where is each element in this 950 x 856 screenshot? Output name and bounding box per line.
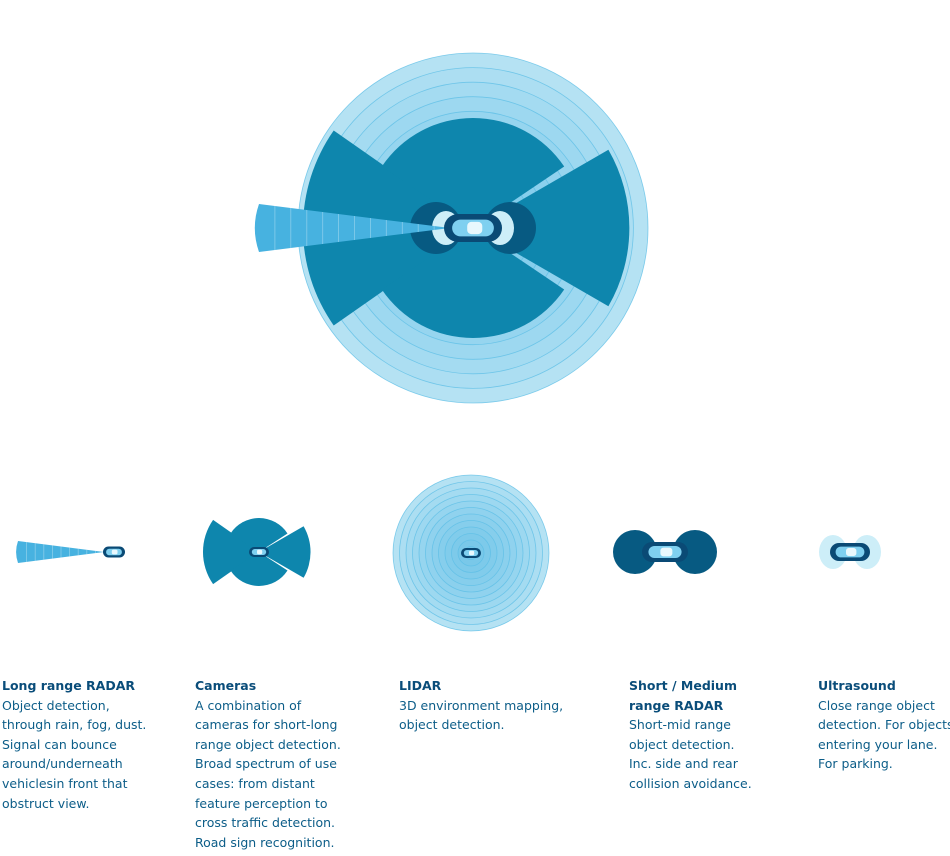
sensor-title: Short / Medium range RADAR <box>629 678 737 713</box>
sensor-title: LIDAR <box>399 678 442 693</box>
sensor-ultrasound: Ultrasound Close range object detection.… <box>818 676 950 774</box>
icon-cameras <box>202 518 311 586</box>
icon-lidar <box>392 474 550 632</box>
sensor-long-range-radar: Long range RADAR Object detection, throu… <box>2 676 172 813</box>
sensor-description: 3D environment mapping, object detection… <box>399 697 564 733</box>
sensor-title: Ultrasound <box>818 678 896 693</box>
icon-ultrasound <box>819 535 881 569</box>
sensor-description: A combination of cameras for short-long … <box>195 697 341 850</box>
car-roof <box>469 550 475 556</box>
car-roof <box>111 549 118 555</box>
sensor-description: Object detection, through rain, fog, dus… <box>2 697 147 811</box>
car-roof <box>660 547 673 557</box>
camera-wedge-left <box>202 519 259 585</box>
car-roof <box>467 221 483 235</box>
camera-wedge-bottom <box>230 552 288 586</box>
short-radar-front-lobe <box>673 530 717 574</box>
icon-short-medium-radar <box>613 530 717 574</box>
icon-long-range-radar <box>16 541 125 563</box>
sensor-coverage-diagram <box>16 52 881 632</box>
sensor-short-medium-radar: Short / Medium range RADAR Short-mid ran… <box>629 676 799 794</box>
long-range-radar-beam <box>16 541 105 563</box>
sensor-description: Short-mid range object detection. Inc. s… <box>629 717 752 791</box>
long-range-radar-beam <box>254 204 450 252</box>
sensor-title: Cameras <box>195 678 257 693</box>
camera-wedge-top <box>381 118 565 228</box>
camera-wedge-top <box>230 518 288 552</box>
camera-wedge-right <box>473 149 630 307</box>
sensor-title: Long range RADAR <box>2 678 136 693</box>
car-roof <box>257 549 263 555</box>
sensor-description: Close range object detection. For object… <box>818 697 950 772</box>
sensor-cameras: Cameras A combination of cameras for sho… <box>195 676 370 852</box>
sensor-lidar: LIDAR 3D environment mapping, object det… <box>399 676 589 735</box>
camera-wedge-right <box>259 526 311 578</box>
combined-coverage-illustration <box>254 52 649 404</box>
car-roof <box>846 548 857 556</box>
camera-wedge-bottom <box>381 228 565 338</box>
short-radar-rear-lobe <box>613 530 657 574</box>
sensor-icons-row <box>16 474 881 632</box>
